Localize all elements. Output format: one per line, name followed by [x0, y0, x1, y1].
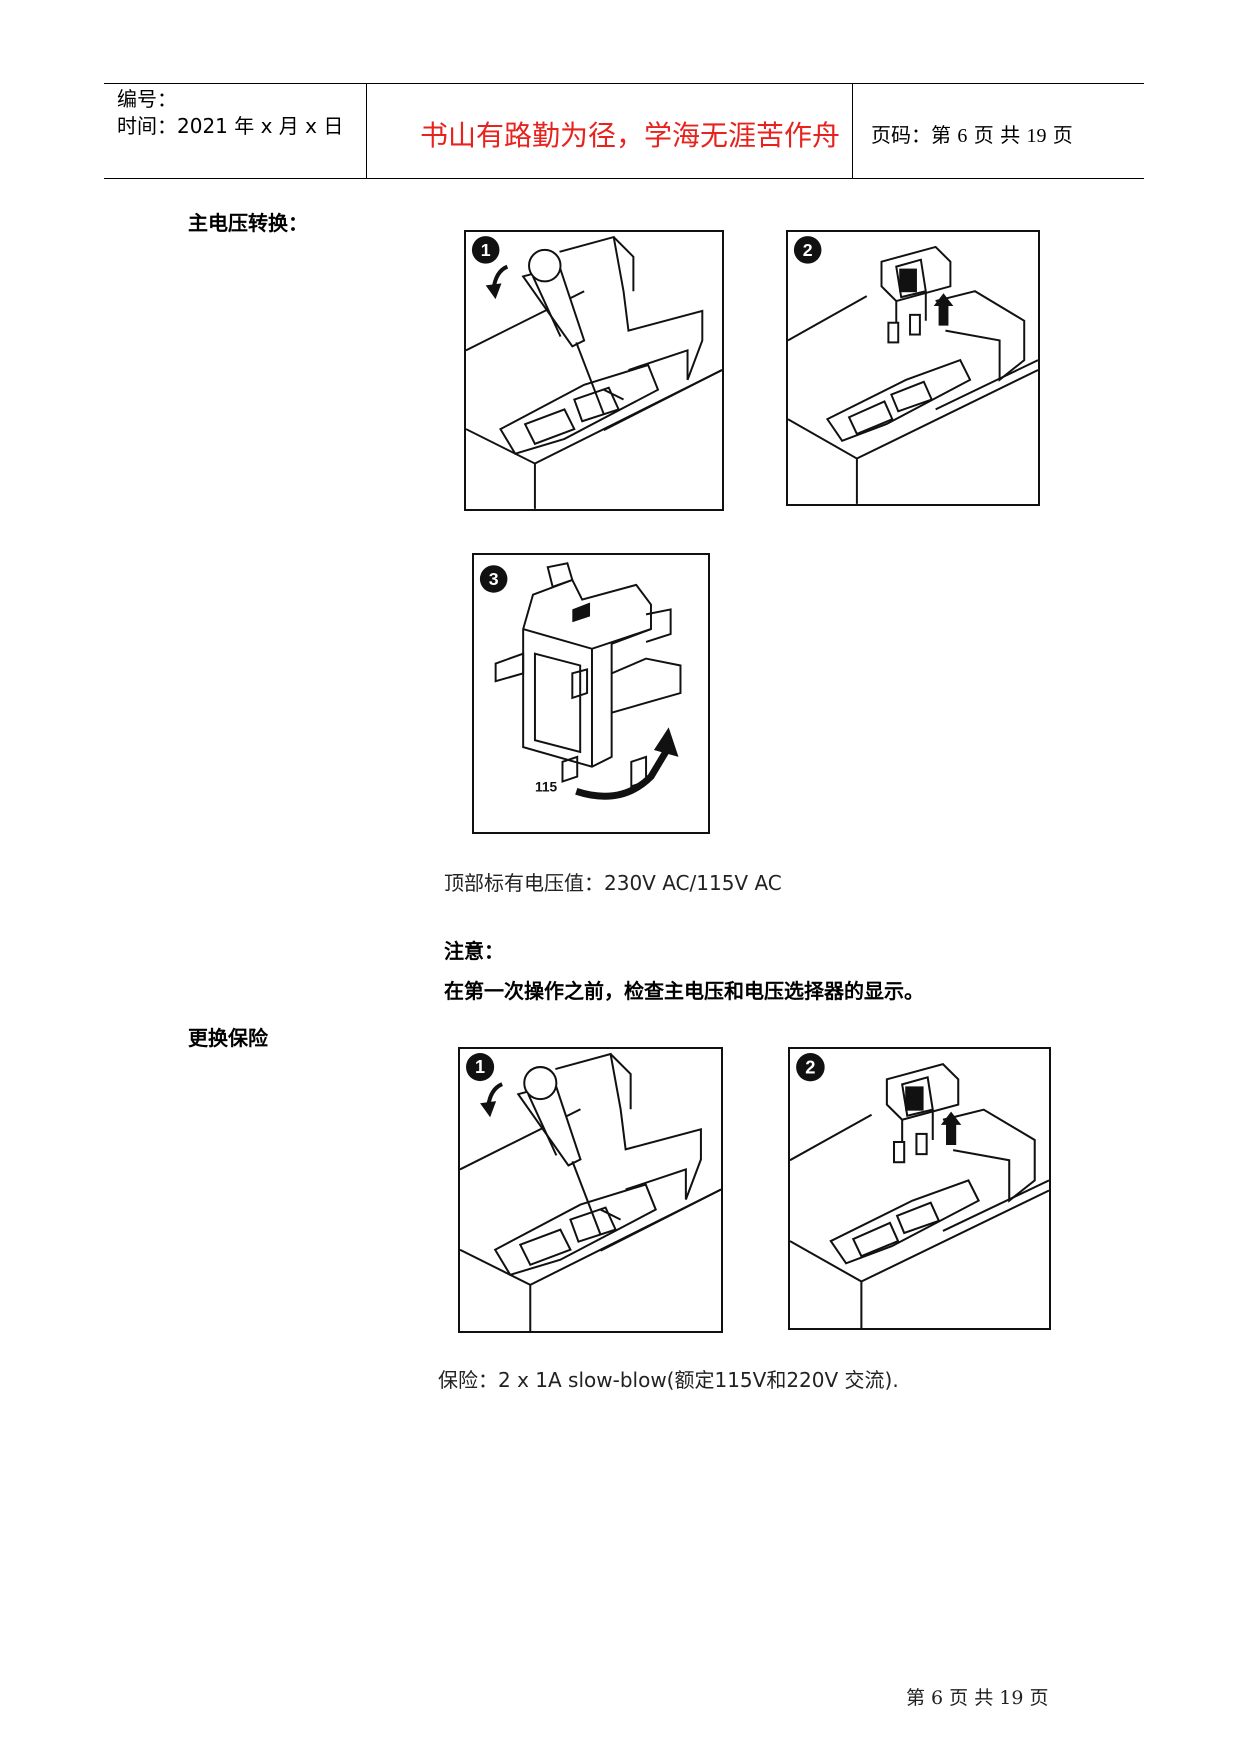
section-title-voltage: 主电压转换：	[188, 211, 308, 235]
section-title-fuse: 更换保险	[188, 1026, 268, 1050]
figure-screwdriver-open-2: 1	[458, 1047, 723, 1333]
figure-fuse-holder-removed-2: 2	[788, 1047, 1051, 1330]
figure-fuse-holder-removed: 2	[786, 230, 1040, 506]
page-mid: 页 共	[973, 123, 1021, 147]
page-footer: 第 6 页 共 19 页	[906, 1687, 1049, 1709]
header-meta: 编号： 时间：2021 年 x 月 x 日	[117, 86, 343, 140]
figure-step-number: 3	[489, 569, 499, 589]
figure-step-number: 2	[805, 1056, 815, 1077]
figure-screwdriver-open: 1	[464, 230, 724, 511]
figure-step-number: 1	[475, 1057, 485, 1077]
fuse-holder-illustration: 2	[788, 236, 1038, 504]
page-total: 19	[1026, 125, 1047, 147]
figure-voltage-selector: 3 115	[472, 553, 710, 834]
voltage-caption: 顶部标有电压值：230V AC/115V AC	[444, 871, 782, 895]
figure-step-number: 1	[481, 240, 491, 260]
page-header: 编号： 时间：2021 年 x 月 x 日 书山有路勤为径，学海无涯苦作舟 页码…	[104, 83, 1144, 179]
screwdriver-illustration: 1	[466, 235, 722, 509]
time-label: 时间：2021 年 x 月 x 日	[117, 114, 344, 138]
page-num: 6	[957, 125, 968, 147]
fuse-holder-illustration: 2	[790, 1053, 1049, 1328]
voltage-selector-illustration: 3 115	[479, 562, 682, 800]
header-divider	[852, 84, 853, 178]
figure-step-number: 2	[803, 240, 813, 260]
note-text: 在第一次操作之前，检查主电压和电压选择器的显示。	[444, 979, 924, 1003]
fuse-caption: 保险：2 x 1A slow-blow(额定115V和220V 交流).	[438, 1368, 899, 1392]
code-label: 编号：	[117, 87, 177, 111]
screwdriver-illustration: 1	[460, 1052, 721, 1331]
note-title: 注意：	[444, 939, 504, 963]
header-page-number: 页码：第 6 页 共 19 页	[871, 119, 1073, 148]
header-divider	[366, 84, 367, 178]
figure-label-115: 115	[535, 779, 558, 794]
page-prefix: 页码：第	[871, 123, 951, 147]
header-motto: 书山有路勤为径，学海无涯苦作舟	[419, 119, 840, 152]
page-suffix: 页	[1052, 123, 1073, 147]
